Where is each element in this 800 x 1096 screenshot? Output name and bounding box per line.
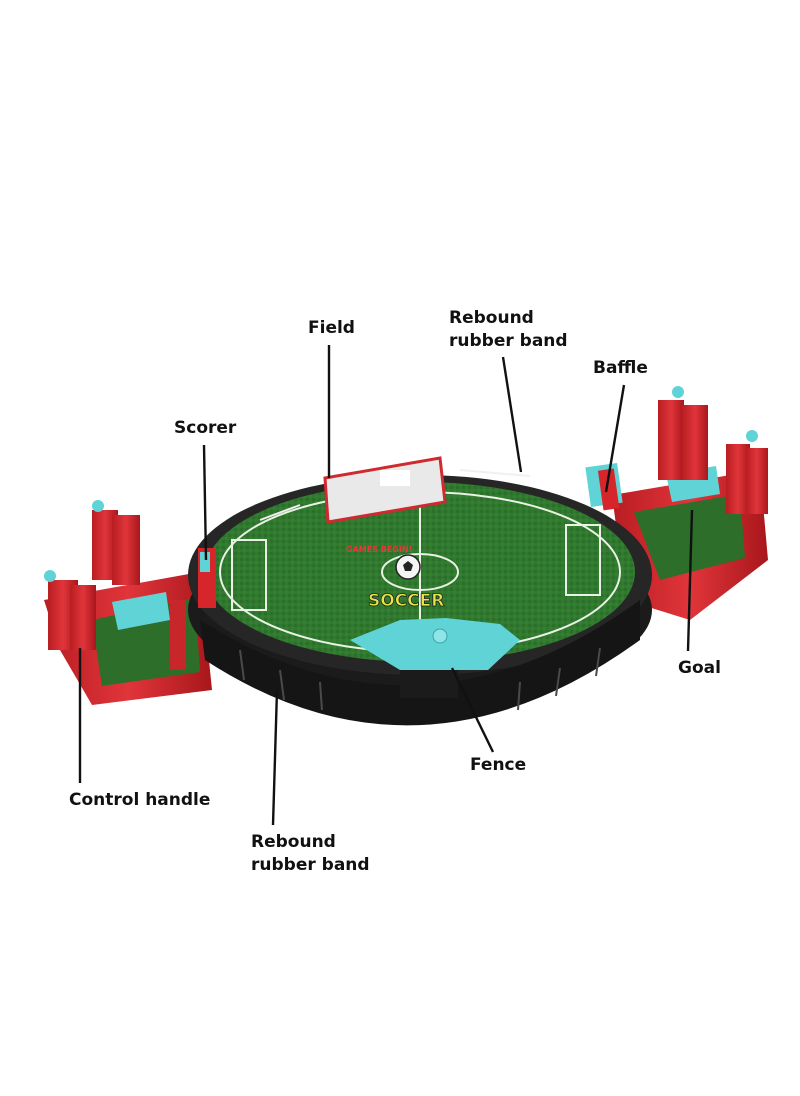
rebound-top-line1: Rebound — [449, 308, 534, 328]
left-scorer — [198, 548, 216, 608]
rebound-bottom-line2: rubber band — [251, 855, 370, 875]
control-handle-label: Control handle — [69, 790, 211, 810]
baffle-leader — [604, 384, 626, 493]
right-control-handles — [658, 386, 768, 514]
back-rail — [259, 469, 531, 521]
goal-label: Goal — [678, 658, 721, 678]
leader-lines — [78, 345, 694, 826]
rebound-rubber-band-label-bottom: Rebound rubber band — [251, 831, 370, 877]
fence-label: Fence — [470, 755, 527, 775]
rebound-top-leader — [501, 356, 523, 473]
baffle-label: Baffle — [593, 358, 648, 378]
goal-leader — [686, 509, 694, 652]
soccer-ball-icon — [395, 554, 421, 580]
field-logo: SOCCER GAMES BEGIN! — [346, 545, 445, 611]
front-fence-piece — [350, 618, 520, 698]
fence-leader — [450, 667, 495, 753]
rebound-bottom-leader — [271, 689, 279, 826]
svg-text:GAMES BEGIN!: GAMES BEGIN! — [346, 545, 412, 554]
rebound-bottom-line1: Rebound — [251, 832, 336, 852]
field-scoreboard — [323, 456, 447, 524]
svg-text:SOCCER: SOCCER — [368, 591, 444, 611]
field-label: Field — [308, 318, 355, 338]
rebound-top-line2: rubber band — [449, 331, 568, 351]
left-control-handles — [44, 500, 140, 650]
scorer-label: Scorer — [174, 418, 237, 438]
rebound-rubber-band-label-top: Rebound rubber band — [449, 307, 568, 353]
right-baffle — [585, 462, 623, 511]
scorer-leader — [202, 444, 208, 561]
